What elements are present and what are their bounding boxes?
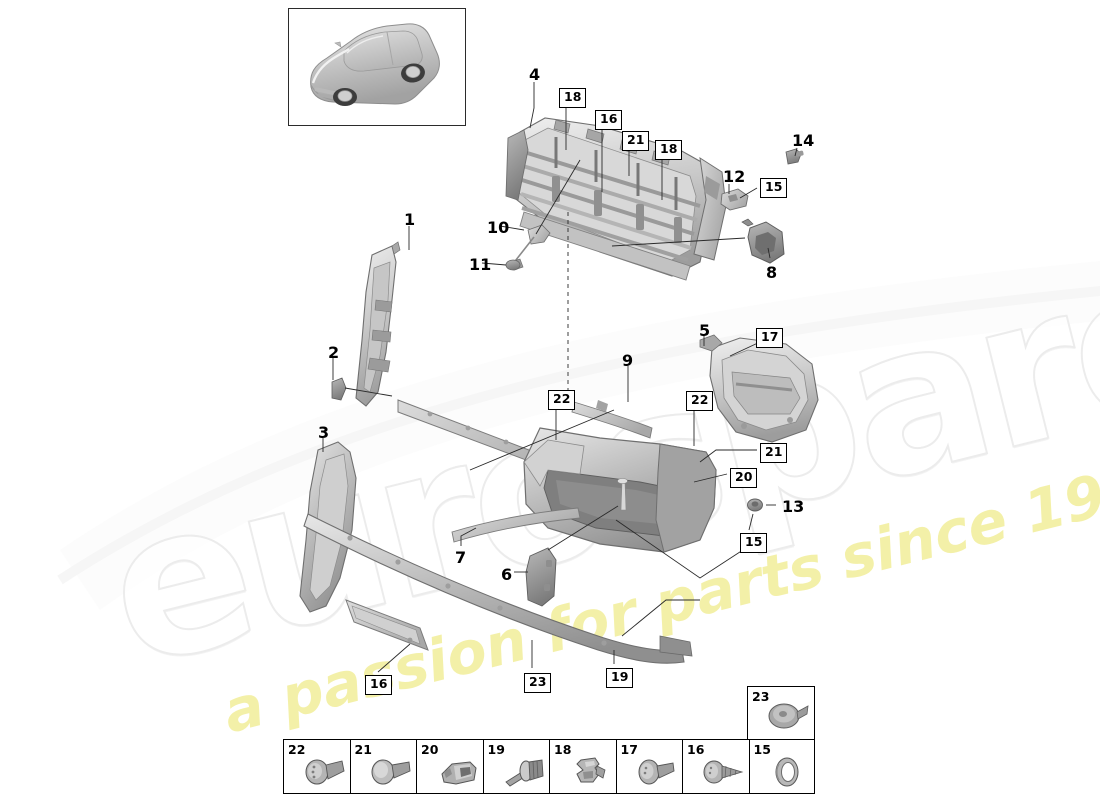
- grommet-ring-icon: [775, 757, 799, 787]
- clip-block-icon: [440, 761, 477, 785]
- legend-number-16: 16: [687, 742, 705, 757]
- callout-9: 9: [622, 351, 634, 370]
- callout-box-21-b: 21: [760, 443, 788, 463]
- legend-cell-22: 22: [283, 739, 350, 794]
- callout-4: 4: [529, 65, 541, 84]
- part-7-lip-trim: [451, 507, 581, 543]
- callout-7: 7: [455, 548, 467, 567]
- part-23-lower-valance: [303, 513, 693, 664]
- callout-box-18-b: 18: [655, 140, 683, 160]
- part-6-corner-cover: [525, 547, 557, 607]
- legend-cell-21: 21: [349, 739, 416, 794]
- legend-number-21: 21: [354, 742, 372, 757]
- callout-14: 14: [792, 131, 815, 150]
- callout-box-15-b: 15: [740, 533, 768, 553]
- legend-cell-19: 19: [482, 739, 549, 794]
- part-1-bracket: [355, 241, 401, 407]
- legend-cell-20: 20: [416, 739, 483, 794]
- callout-box-22-b: 22: [686, 391, 714, 411]
- part-9-trim: [571, 400, 653, 439]
- part-13-clip: [747, 498, 763, 512]
- legend-number-18: 18: [554, 742, 572, 757]
- callout-12: 12: [723, 167, 746, 186]
- self-tapping-screw-icon: [703, 760, 743, 784]
- part-5-17-headlight-frame: [699, 334, 819, 443]
- part-16-plate-bracket: [345, 599, 429, 651]
- callout-box-23: 23: [524, 673, 552, 693]
- callout-11: 11: [469, 255, 492, 274]
- legend-number-17: 17: [620, 742, 638, 757]
- callout-10: 10: [487, 218, 510, 237]
- part-bumper-cover: [523, 427, 717, 553]
- callout-box-19: 19: [606, 668, 634, 688]
- callout-8: 8: [766, 263, 778, 282]
- callout-box-16-b: 16: [365, 675, 393, 695]
- legend-cell-16: 16: [682, 739, 749, 794]
- callout-box-20: 20: [730, 468, 758, 488]
- legend-cell-18: 18: [549, 739, 616, 794]
- callout-box-15-a: 15: [760, 178, 788, 198]
- part-2-clip: [331, 377, 347, 401]
- spring-clip-icon: [575, 757, 605, 783]
- screw-domed-head-icon: [371, 759, 411, 785]
- screw-flat-head-icon: [638, 759, 675, 785]
- callout-box-22-a: 22: [548, 390, 576, 410]
- callout-box-17: 17: [756, 328, 784, 348]
- callout-1: 1: [404, 210, 416, 229]
- push-rivet-washer-icon: [768, 703, 809, 729]
- part-4-grille: [505, 117, 727, 281]
- expansion-rivet-icon: [505, 759, 544, 787]
- vehicle-thumbnail: [288, 8, 466, 126]
- screw-round-head-icon: [305, 759, 345, 785]
- legend-number-15: 15: [753, 742, 771, 757]
- callout-box-18-a: 18: [559, 88, 587, 108]
- part-11-grommet: [505, 259, 521, 271]
- callout-5: 5: [699, 321, 711, 340]
- callout-3: 3: [318, 423, 330, 442]
- legend-number-22: 22: [288, 742, 306, 757]
- callout-box-21-a: 21: [622, 131, 650, 151]
- callout-13: 13: [782, 497, 805, 516]
- callout-6: 6: [501, 565, 513, 584]
- legend-cell-23: 23: [747, 686, 815, 740]
- legend-cell-15: 15: [748, 739, 815, 794]
- legend-cell-17: 17: [615, 739, 682, 794]
- legend-row: 22 21 20: [283, 739, 815, 794]
- legend-number-20: 20: [421, 742, 439, 757]
- callout-box-16-a: 16: [595, 110, 623, 130]
- legend-number-23: 23: [752, 689, 770, 704]
- leader-lines: [322, 82, 798, 673]
- legend-number-19: 19: [487, 742, 505, 757]
- callout-2: 2: [328, 343, 340, 362]
- part-14-stud: [785, 148, 804, 165]
- part-8-lock: [741, 218, 785, 264]
- suv-illustration: [310, 23, 440, 106]
- part-12-bracket: [720, 188, 749, 211]
